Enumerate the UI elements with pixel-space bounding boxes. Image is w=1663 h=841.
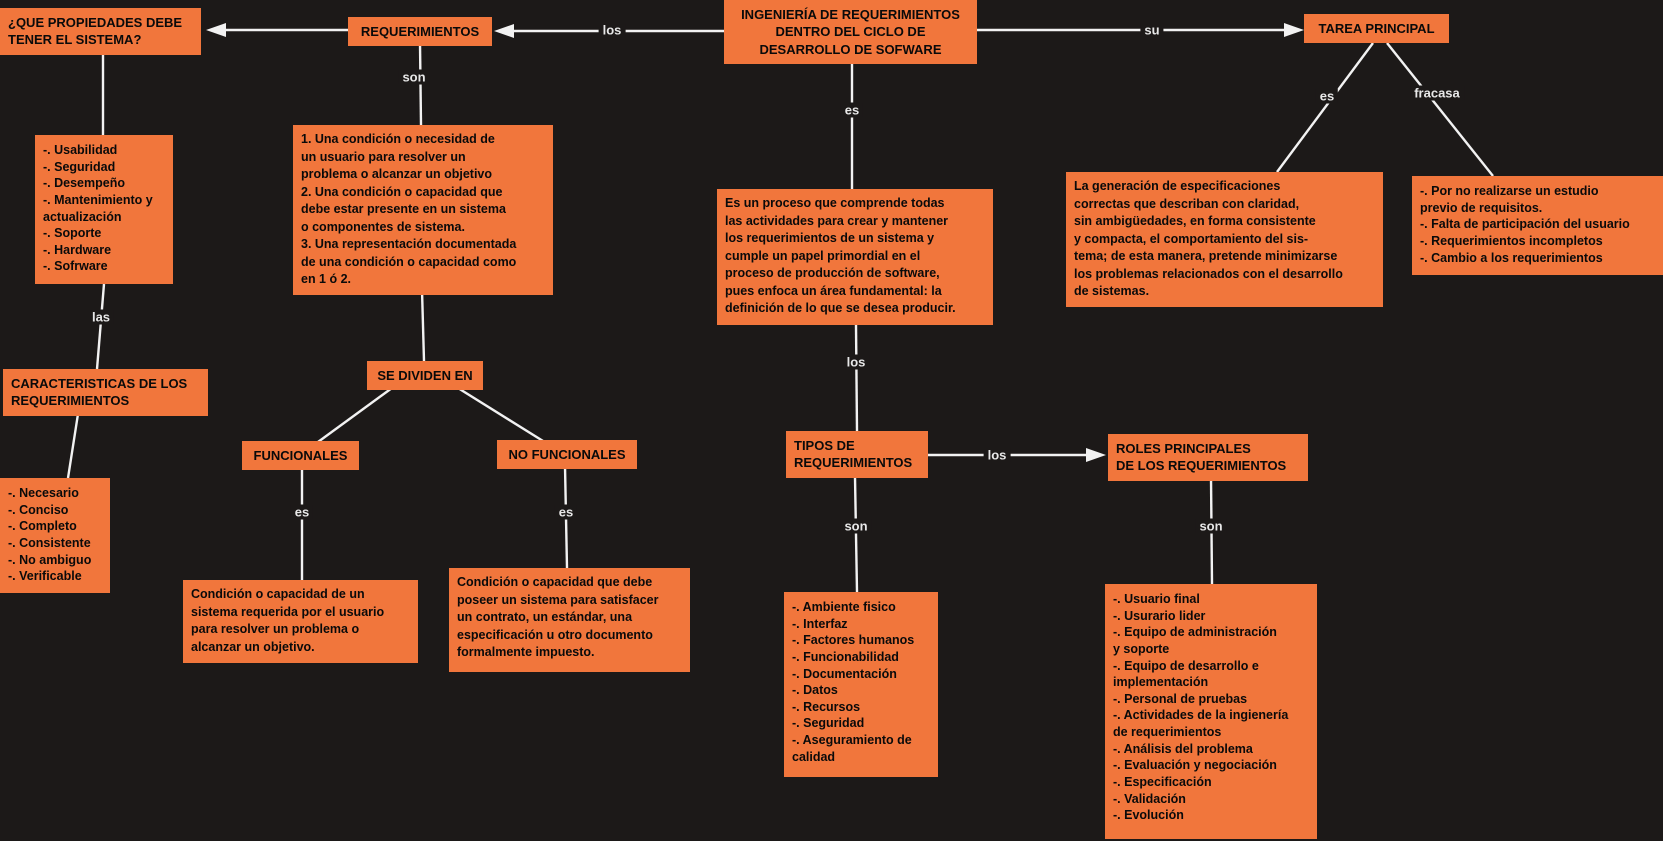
node-se-dividen-en[interactable]: SE DIVIDEN EN	[367, 361, 483, 391]
edge-label-son: son	[398, 69, 430, 85]
node-roles-principales[interactable]: ROLES PRINCIPALES DE LOS REQUERIMIENTOS	[1108, 434, 1308, 481]
node-definiciones-requerimiento[interactable]: 1. Una condición o necesidad de un usuar…	[293, 125, 553, 295]
node-caracteristicas-lista[interactable]: -. Necesario -. Conciso -. Completo -. C…	[0, 478, 110, 593]
node-proceso-descripcion[interactable]: Es un proceso que comprende todas las ac…	[717, 189, 993, 325]
edge-label-es: es	[290, 504, 314, 520]
node-no-funcionales[interactable]: NO FUNCIONALES	[497, 440, 637, 470]
edge-label-son: son	[840, 518, 872, 534]
edge-label-los: los	[842, 354, 870, 370]
node-definicion-no-funcional[interactable]: Condición o capacidad que debe poseer un…	[449, 568, 690, 672]
node-caracteristicas[interactable]: CARACTERISTICAS DE LOS REQUERIMIENTOS	[3, 369, 208, 416]
node-funcionales[interactable]: FUNCIONALES	[242, 441, 359, 471]
node-tarea-principal[interactable]: TAREA PRINCIPAL	[1304, 14, 1449, 44]
node-definicion-funcional[interactable]: Condición o capacidad de un sistema requ…	[183, 580, 418, 663]
edge-label-es: es	[1315, 88, 1339, 104]
node-causas-fracaso-lista[interactable]: -. Por no realizarse un estudio previo d…	[1412, 176, 1663, 275]
node-roles-lista[interactable]: -. Usuario final -. Usurario lider -. Eq…	[1105, 584, 1317, 839]
node-pregunta-sistema[interactable]: ¿QUE PROPIEDADES DEBE TENER EL SISTEMA?	[0, 8, 201, 55]
edge-label-son: son	[1195, 518, 1227, 534]
node-tipos-lista[interactable]: -. Ambiente fisico -. Interfaz -. Factor…	[784, 592, 938, 777]
node-propiedades-lista[interactable]: -. Usabilidad -. Seguridad -. Desempeño …	[35, 135, 173, 284]
edge-label-las: las	[87, 309, 115, 325]
edge-label-los: los	[598, 22, 626, 38]
edge-label-fracasa: fracasa	[1410, 85, 1464, 101]
node-tipos-requerimientos[interactable]: TIPOS DE REQUERIMIENTOS	[786, 431, 928, 478]
edge-label-es: es	[554, 504, 578, 520]
node-ingenieria-requerimientos[interactable]: INGENIERÍA DE REQUERIMIENTOS DENTRO DEL …	[724, 0, 977, 64]
node-requerimientos[interactable]: REQUERIMIENTOS	[348, 17, 492, 47]
edge-label-es: es	[840, 102, 864, 118]
node-generacion-especificaciones[interactable]: La generación de especificaciones correc…	[1066, 172, 1383, 307]
edge-label-su: su	[1140, 22, 1164, 38]
edge-label-los: los	[983, 447, 1011, 463]
